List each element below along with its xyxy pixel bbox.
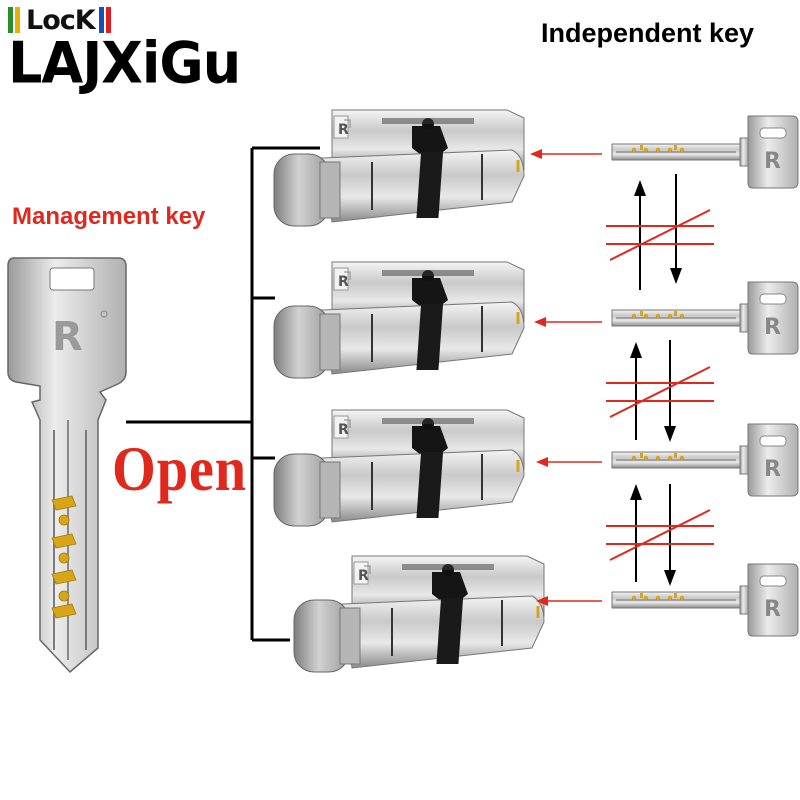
brand-logo-top: LocK: [8, 4, 113, 36]
independent-key-icon: [611, 423, 799, 497]
key-to-lock-arrows: [530, 149, 602, 606]
logo-bar-red: [105, 7, 111, 33]
independent-key-icon: [611, 281, 799, 355]
lock-cylinder-icon: [272, 108, 526, 228]
open-label: Open: [112, 433, 247, 504]
brand-top-text: LocK: [26, 4, 96, 36]
cross-mark-icon: [605, 209, 715, 261]
svg-text:R: R: [52, 314, 83, 360]
cross-mark-icon: [605, 366, 715, 418]
connector-lines: [126, 146, 320, 642]
management-key-label: Management key: [12, 203, 206, 230]
exchange-arrows: [630, 174, 682, 586]
lock-cylinder-icon: [292, 554, 546, 674]
logo-bar-yellow: [15, 7, 20, 33]
brand-logo-text: LAJXiGu: [8, 30, 241, 97]
cross-mark-icon: [605, 509, 715, 561]
independent-key-heading: Independent key: [541, 18, 755, 48]
logo-bar-blue: [98, 7, 104, 33]
independent-key-icon: [611, 115, 799, 189]
independent-key-icon: [611, 563, 799, 637]
management-key-icon: R: [7, 257, 127, 674]
logo-bar-green: [8, 7, 13, 33]
lock-cylinder-icon: [272, 408, 526, 528]
lock-cylinder-icon: [272, 260, 526, 380]
